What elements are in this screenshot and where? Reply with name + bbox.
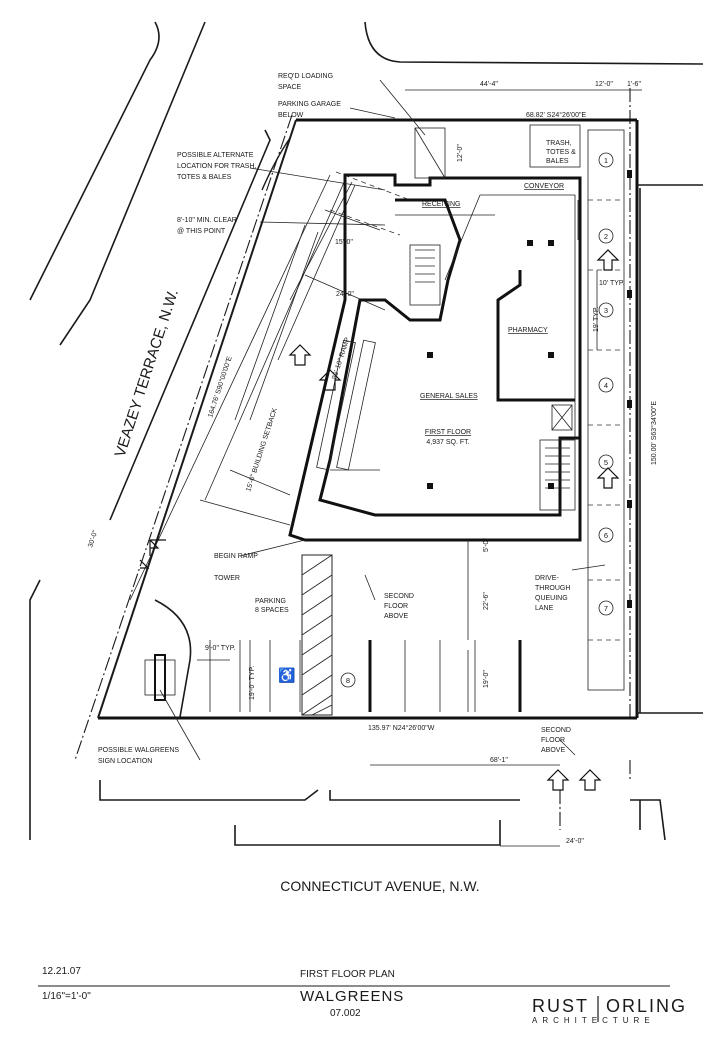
queue-number: 5 (604, 458, 608, 467)
arrow-icon (288, 344, 312, 366)
label-receiving: RECEIVING (422, 201, 461, 208)
drawing-scale: 1/16"=1'-0" (42, 991, 91, 1002)
label-parking-garage: PARKING GARAGE (278, 101, 341, 108)
street-curbs (29, 21, 703, 846)
label-first-floor: FIRST FLOOR (425, 429, 471, 436)
label-trash: TOTES & (546, 149, 576, 156)
label-drive-through: LANE (535, 605, 554, 612)
dimension-text: 22'-6" (483, 592, 490, 610)
arrow-icon (578, 769, 602, 791)
label-second-floor: FLOOR (541, 737, 565, 744)
dimension-text: 24'-0" (336, 291, 354, 298)
label-parking-garage: BELOW (278, 112, 304, 119)
dimension-text: 19'-0" (483, 670, 490, 688)
label-alt-location: TOTES & BALES (177, 174, 232, 181)
label-parking: PARKING (255, 598, 286, 605)
dimension-text: 5'-0" (483, 538, 490, 552)
dimension-text: 150.00' S63°34'00"E (650, 401, 658, 465)
firm-name-left: RUST (532, 996, 589, 1016)
accessible-parking-icon: ♿ (278, 667, 295, 684)
dimension-labels: 44'-4" 12'-0" 1'-6" 68.82' S24°26'00"E 1… (87, 81, 658, 845)
drive-through-lane (587, 129, 625, 691)
queue-number: 1 (604, 156, 608, 165)
dimension-text: 68.82' S24°26'00"E (526, 111, 586, 119)
label-general-sales: GENERAL SALES (420, 393, 478, 400)
queue-markers: 1 2 3 4 5 6 7 8 (340, 152, 614, 688)
label-sign-location: SIGN LOCATION (98, 758, 152, 765)
structure-columns (427, 170, 632, 608)
arrow-icon (149, 539, 166, 556)
label-parking: 8 SPACES (255, 607, 289, 614)
queue-number: 6 (604, 531, 608, 540)
arrow-icon (318, 369, 342, 391)
label-loading-space: SPACE (278, 84, 302, 91)
building-outline (288, 124, 582, 542)
dimension-text: 1'-6" (627, 81, 641, 88)
arrow-icon (596, 249, 620, 271)
project-number: 07.002 (330, 1008, 361, 1019)
dimension-text: 30'-0" (87, 529, 99, 549)
sign-location (144, 654, 176, 701)
traffic-arrows (139, 249, 620, 791)
label-second-floor: FLOOR (384, 603, 408, 610)
dimension-text: 10' TYP. (599, 280, 625, 287)
ramp-lines (129, 171, 411, 601)
arrow-icon (596, 467, 620, 489)
label-second-floor: SECOND (384, 593, 414, 600)
label-second-floor: SECOND (541, 727, 571, 734)
label-first-floor: 4,937 SQ. FT. (426, 439, 469, 446)
dimension-text: 19' TYP. (593, 306, 600, 332)
dimension-lines (197, 89, 642, 847)
parking-stalls (209, 554, 522, 716)
firm-name-right: ORLING (606, 996, 688, 1016)
dimension-text: 15'-0" (335, 239, 353, 246)
dimension-text: 12'-0" (595, 81, 613, 88)
label-alt-location: LOCATION FOR TRASH, (177, 163, 257, 170)
sheet-title: FIRST FLOOR PLAN (300, 969, 395, 980)
label-pharmacy: PHARMACY (508, 327, 548, 334)
label-drive-through: DRIVE- (535, 575, 559, 582)
drawing-date: 12.21.07 (42, 966, 81, 977)
arrow-icon (546, 769, 570, 791)
queue-number: 2 (604, 232, 608, 241)
site-boundary (97, 118, 703, 720)
arrow-icon (139, 559, 150, 569)
dimension-text: 24'-0" (566, 838, 584, 845)
dimension-text: 19'-0" TYP. (249, 666, 256, 700)
dimension-text: 44'-4" (480, 81, 498, 88)
label-begin-ramp: BEGIN RAMP (214, 553, 258, 560)
label-clearance: 8'-10" MIN. CLEAR (177, 217, 237, 224)
queue-number: 4 (604, 381, 608, 390)
label-second-floor: ABOVE (541, 747, 565, 754)
queue-number: 3 (604, 306, 608, 315)
queue-number: 7 (604, 604, 608, 613)
label-conveyor: CONVEYOR (524, 183, 564, 190)
label-drive-through: THROUGH (535, 585, 570, 592)
label-loading-space: REQ'D LOADING (278, 73, 333, 80)
label-tower: TOWER (214, 575, 240, 582)
dimension-text: 9'-0" TYP. (205, 645, 235, 652)
label-sign-location: POSSIBLE WALGREENS (98, 747, 179, 754)
label-trash: BALES (546, 158, 569, 165)
street-name-connecticut: CONNECTICUT AVENUE, N.W. (280, 878, 479, 894)
label-alt-location: POSSIBLE ALTERNATE (177, 152, 254, 159)
project-name: WALGREENS (300, 988, 405, 1005)
dimension-text: 68'-1" (490, 757, 508, 764)
dimension-text: 12'-0" (457, 144, 464, 162)
parking-number: 8 (346, 676, 350, 685)
leader-lines (159, 79, 606, 761)
dimension-text: 135.97' N24°26'00"W (368, 724, 435, 732)
label-drive-through: QUEUING (535, 595, 568, 602)
label-second-floor: ABOVE (384, 613, 408, 620)
label-clearance: @ THIS POINT (177, 228, 226, 235)
firm-subtitle: ARCHITECTURE (532, 1016, 655, 1025)
label-trash: TRASH, (546, 140, 572, 147)
